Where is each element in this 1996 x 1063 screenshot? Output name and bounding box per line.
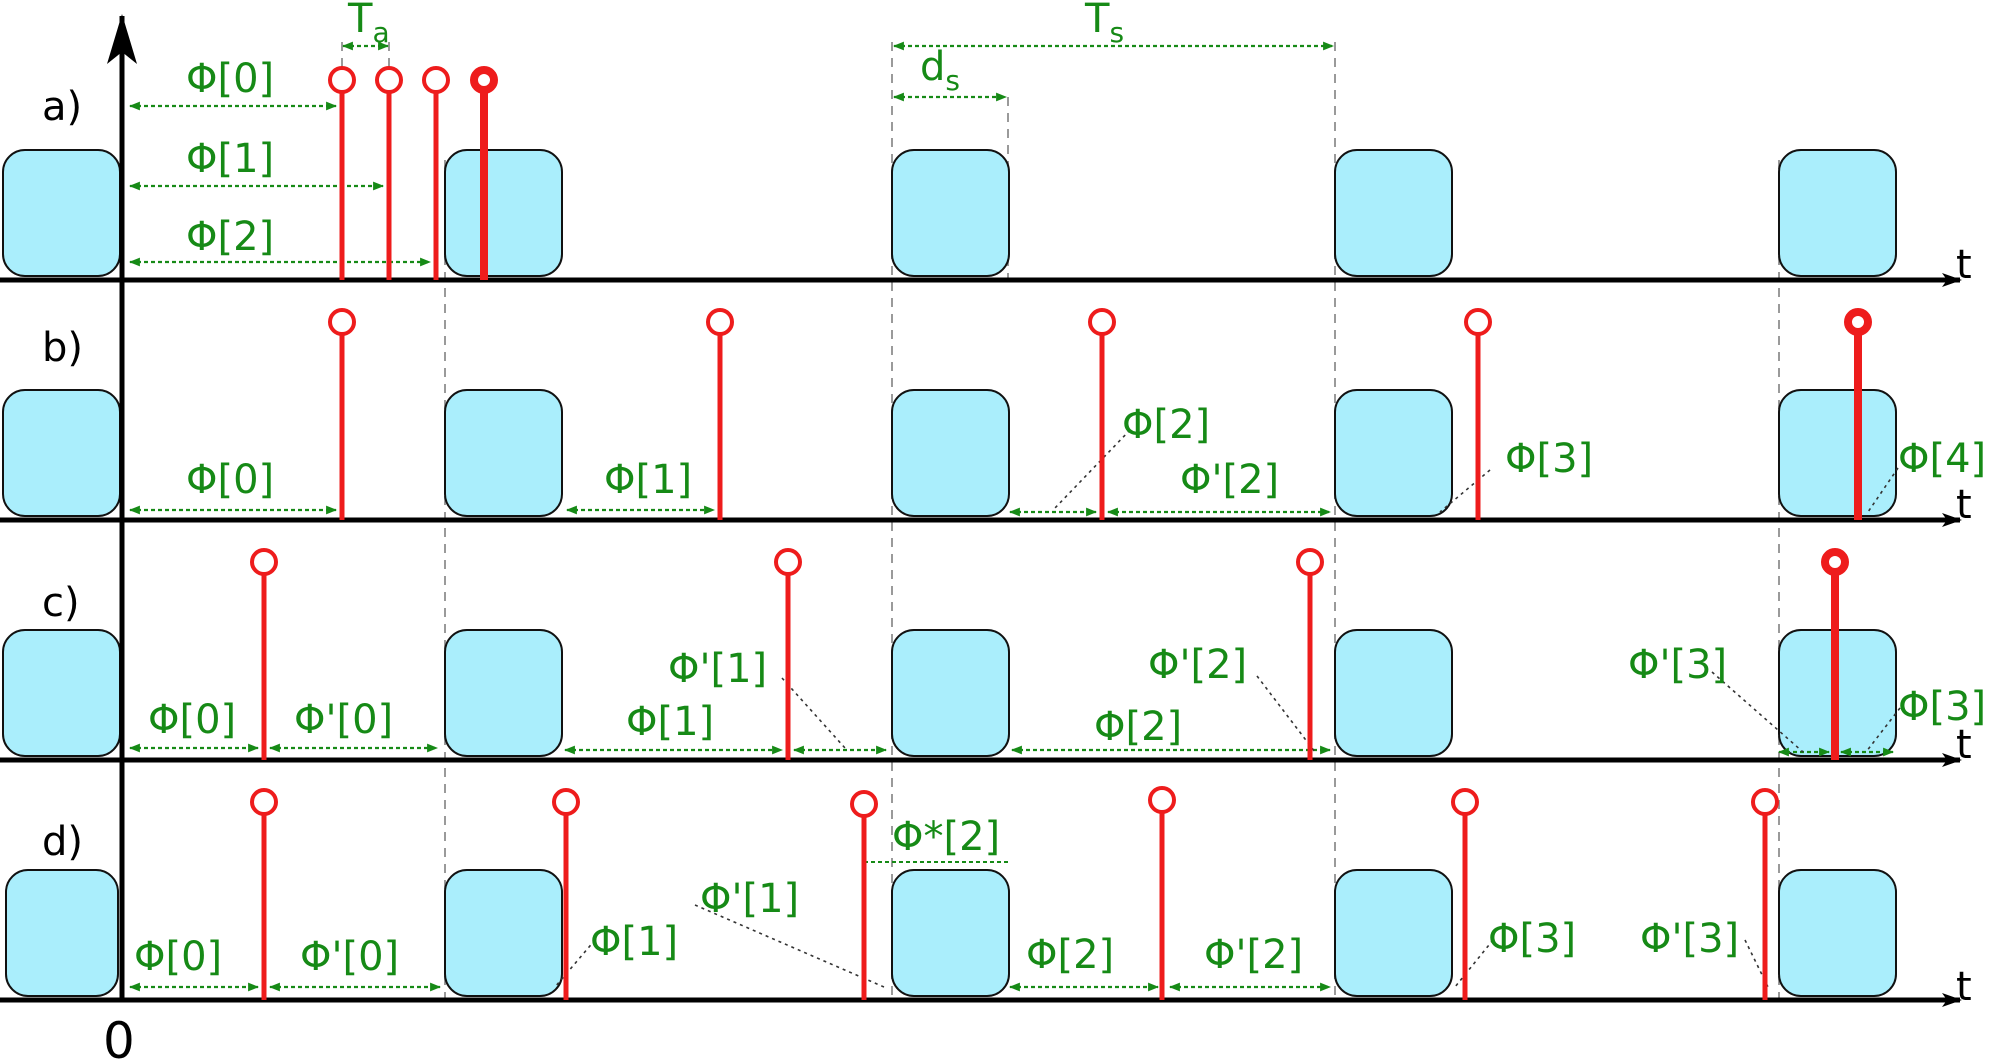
pulse-head [422, 66, 450, 94]
leader-line [781, 677, 846, 749]
label-b-phi4: Φ[4] [1898, 436, 1986, 482]
origin-label: 0 [103, 1012, 135, 1063]
label-c-phi1: Φ[1] [626, 699, 714, 745]
slot-block [1334, 629, 1453, 757]
blocks-layer [2, 149, 1897, 997]
panel-label-b: b) [42, 325, 83, 371]
label-c-phi2: Φ[2] [1094, 704, 1182, 750]
label-a-phi2: Φ[2] [186, 214, 274, 260]
label-d-phi0: Φ[0] [134, 934, 222, 980]
axes-layer [0, 273, 1962, 1007]
leader-line [554, 939, 596, 988]
label-d-phi1p: Φ'[1] [700, 876, 799, 922]
pulse-head [706, 308, 734, 336]
ts-label: Ts [1084, 0, 1124, 49]
slot-block [1334, 389, 1453, 517]
pulse-head [1296, 548, 1324, 576]
label-a-phi1: Φ[1] [186, 136, 274, 182]
slot-block [2, 629, 121, 757]
label-b-phi2: Φ[2] [1122, 402, 1210, 448]
label-d-phi1: Φ[1] [590, 919, 678, 965]
label-b-phi1: Φ[1] [604, 457, 692, 503]
slot-block [444, 869, 563, 997]
pulse-head [1148, 786, 1176, 814]
pulse-head [470, 66, 498, 94]
pulse-head [250, 788, 278, 816]
pulse-head [328, 66, 356, 94]
leader-line [1867, 467, 1899, 513]
slot-block [444, 629, 563, 757]
panel-label-d: d) [42, 819, 83, 865]
annotation-arrows [128, 41, 1901, 992]
slot-block [891, 629, 1010, 757]
t-label-b: t [1956, 482, 1972, 528]
pulse-head [1751, 788, 1779, 816]
label-a-phi0: Φ[0] [186, 56, 274, 102]
label-c-phi2p: Φ'[2] [1148, 642, 1247, 688]
pulse-head [328, 308, 356, 336]
pulse-head [774, 548, 802, 576]
slot-block [1778, 869, 1897, 997]
pulse-head [1464, 308, 1492, 336]
t-label-a: t [1956, 242, 1972, 288]
t-label-c: t [1956, 722, 1972, 768]
label-c-phi0: Φ[0] [148, 697, 236, 743]
pulse-head [375, 66, 403, 94]
label-d-phi2p: Φ'[2] [1204, 932, 1303, 978]
leader-line [1711, 671, 1804, 753]
label-b-phi2p: Φ'[2] [1180, 457, 1279, 503]
label-b-phi3: Φ[3] [1505, 436, 1593, 482]
slot-block [891, 149, 1010, 277]
slot-block [1334, 149, 1453, 277]
slot-block [444, 149, 563, 277]
slot-block [2, 389, 121, 517]
leader-line [1256, 675, 1316, 753]
ta-label: Ta [347, 0, 390, 49]
leader-line [1865, 707, 1901, 753]
label-d-phi0p: Φ'[0] [300, 934, 399, 980]
slot-block [2, 149, 121, 277]
label-c-phi1p: Φ'[1] [668, 646, 767, 692]
label-c-phi0p: Φ'[0] [294, 697, 393, 743]
t-label-d: t [1956, 964, 1972, 1010]
pulse-head [250, 548, 278, 576]
slot-block [1334, 869, 1453, 997]
ds-label: ds [920, 44, 960, 97]
slot-block [891, 869, 1010, 997]
label-d-phi3p: Φ'[3] [1640, 916, 1739, 962]
slot-block [891, 389, 1010, 517]
slot-block [444, 389, 563, 517]
slot-block [1778, 389, 1897, 517]
pulses-layer [250, 66, 1872, 1000]
slot-block [1778, 149, 1897, 277]
label-c-phi3: Φ[3] [1898, 684, 1986, 730]
leader-line [1054, 429, 1131, 509]
label-d-phi3: Φ[3] [1488, 916, 1576, 962]
panel-label-c: c) [42, 580, 80, 626]
pulse-head [552, 788, 580, 816]
slot-block [5, 869, 119, 997]
panel-label-a: a) [42, 84, 82, 130]
label-b-phi0: Φ[0] [186, 457, 274, 503]
pulse-head [1451, 788, 1479, 816]
pulse-head [1088, 308, 1116, 336]
pulse-head [1821, 548, 1849, 576]
leader-line [1454, 939, 1494, 988]
pulse-head [850, 790, 878, 818]
pulse-head [1844, 308, 1872, 336]
label-d-phi2: Φ[2] [1026, 932, 1114, 978]
label-d-phistar2: Φ*[2] [892, 814, 1000, 860]
label-c-phi3p: Φ'[3] [1628, 642, 1727, 688]
